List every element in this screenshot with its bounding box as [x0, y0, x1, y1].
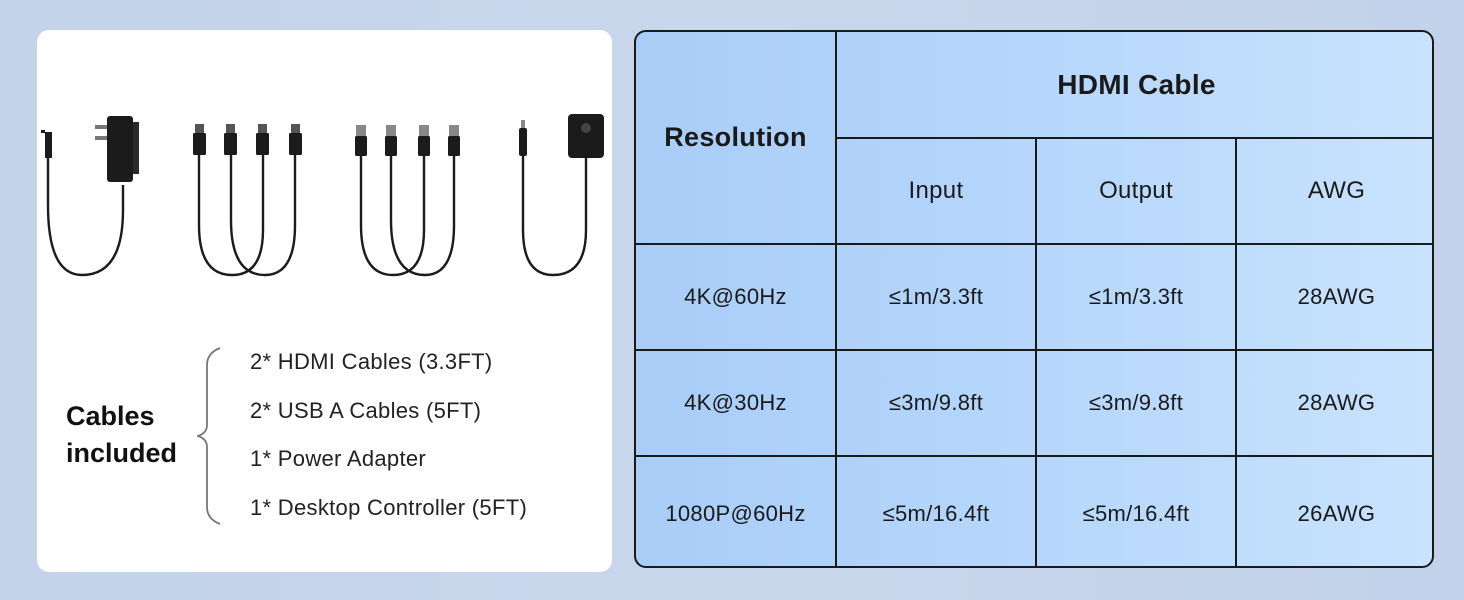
usb-a-cable-icon: [355, 125, 460, 277]
grid-line: [1235, 138, 1237, 566]
cables-illustration: [41, 114, 604, 277]
header-output: Output: [1099, 177, 1173, 204]
title-line-1: Cables: [66, 401, 155, 431]
row-2-resolution: 4K@30Hz: [684, 390, 787, 415]
list-item: 2* USB A Cables (5FT): [250, 398, 482, 423]
title-line-2: included: [66, 438, 178, 468]
list-item: 1* Desktop Controller (5FT): [250, 495, 528, 520]
row-2-input: ≤3m/9.8ft: [888, 390, 984, 415]
hdmi-cable-icon: [193, 124, 302, 277]
header-awg: AWG: [1307, 177, 1366, 204]
header-hdmi-cable: HDMI Cable: [1057, 68, 1216, 100]
grid-line: [835, 137, 1432, 139]
row-3-output: ≤5m/16.4ft: [1082, 500, 1190, 526]
list-item: 2* HDMI Cables (3.3FT): [250, 349, 493, 374]
row-2-output: ≤3m/9.8ft: [1088, 390, 1184, 415]
cables-included-card: Cables included 2* HDMI Cables (3.3FT) 2…: [37, 30, 612, 572]
curly-brace-icon: [197, 347, 221, 525]
grid-line: [636, 349, 1432, 351]
grid-line: [835, 32, 837, 566]
list-item: 1* Power Adapter: [250, 446, 427, 471]
hdmi-spec-table: Resolution HDMI Cable Input Output AWG 4…: [634, 30, 1434, 568]
row-1-output: ≤1m/3.3ft: [1088, 284, 1184, 309]
header-resolution: Resolution: [664, 122, 807, 152]
row-1-input: ≤1m/3.3ft: [888, 284, 984, 309]
row-1-resolution: 4K@60Hz: [684, 284, 787, 309]
row-3-awg: 26AWG: [1297, 500, 1376, 526]
row-3-resolution: 1080P@60Hz: [665, 500, 806, 526]
row-1-awg: 28AWG: [1297, 284, 1376, 309]
cables-included-title: Cables included: [66, 398, 177, 472]
row-2-awg: 28AWG: [1297, 390, 1376, 415]
grid-line: [636, 455, 1432, 457]
header-input: Input: [908, 177, 964, 204]
row-3-input: ≤5m/16.4ft: [882, 500, 990, 526]
desktop-controller-icon: [519, 114, 604, 277]
grid-line: [636, 243, 1432, 245]
power-adapter-icon: [41, 116, 139, 277]
grid-line: [1035, 138, 1037, 566]
